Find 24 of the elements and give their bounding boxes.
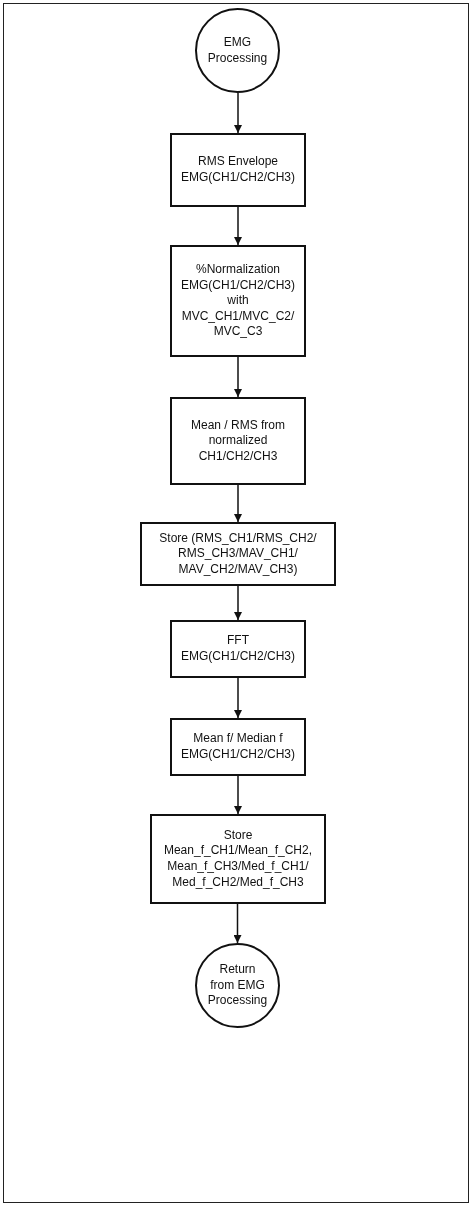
node-text: EMG Processing <box>207 34 268 67</box>
arrow <box>234 677 242 719</box>
arrow <box>234 484 242 523</box>
process-box <box>140 522 336 586</box>
process-box <box>170 245 306 357</box>
process-box <box>170 620 306 678</box>
node-text: Store (RMS_CH1/RMS_CH2/ RMS_CH3/MAV_CH1/ MAV_CH2/MAV_CH3) <box>158 530 318 578</box>
process-box <box>170 397 306 485</box>
arrow <box>233 903 242 944</box>
process-box <box>150 814 326 904</box>
arrow <box>234 92 242 134</box>
node-text: FFT EMG(CH1/CH2/CH3) <box>180 633 296 665</box>
arrow <box>234 585 242 621</box>
process-box <box>170 718 306 776</box>
node-text: Return from EMG Processing <box>207 962 268 1009</box>
node-text: %Normalization EMG(CH1/CH2/CH3) with MVC_CH1/MVC_C2/ MVC_C3 <box>180 262 296 340</box>
node-text: RMS Envelope EMG(CH1/CH2/CH3) <box>180 154 296 186</box>
arrow <box>234 775 242 815</box>
arrow <box>234 206 242 246</box>
process-box <box>170 133 306 207</box>
node-text: Mean f/ Median f EMG(CH1/CH2/CH3) <box>180 731 296 763</box>
node-text: Mean / RMS from normalized CH1/CH2/CH3 <box>190 417 286 465</box>
node-text: Store Mean_f_CH1/Mean_f_CH2, Mean_f_CH3/Med_f_CH1/ Med_f_CH2/Med_f_CH3 <box>162 827 314 891</box>
arrow <box>234 356 242 398</box>
